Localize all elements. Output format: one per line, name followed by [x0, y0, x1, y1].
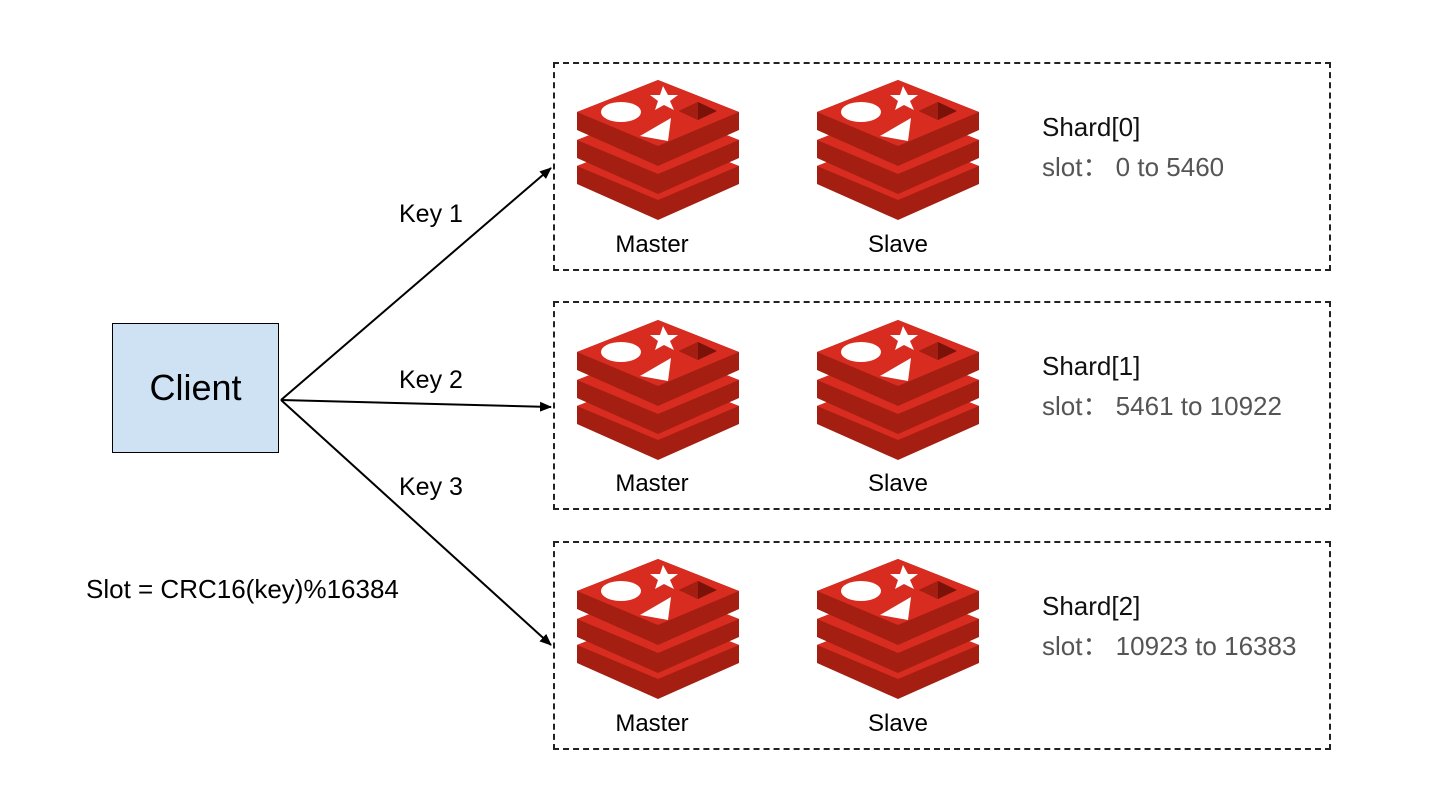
shard-1-title: Shard[1]: [1042, 351, 1141, 381]
arrow-key-3: [280, 399, 552, 646]
arrow-key-1: [280, 167, 552, 401]
shard-1-master-redis-logo-icon: [577, 320, 739, 460]
key-1-label: Key 1: [399, 200, 463, 228]
shard-1-box: Shard[1] slot： 5461 to 10922 Master Slav…: [553, 301, 1331, 510]
shard-2-title: Shard[2]: [1042, 591, 1141, 621]
shard-1-slave-redis-logo-icon: [817, 320, 979, 460]
shard-2-master-label: Master: [615, 710, 689, 737]
slot-formula: Slot = CRC16(key)%16384: [86, 574, 399, 604]
shard-2-slave-redis-logo-icon: [817, 559, 979, 699]
shard-0-slave-label: Slave: [867, 231, 929, 258]
shard-1-master-label: Master: [615, 470, 689, 497]
shard-0-title: Shard[0]: [1042, 112, 1141, 142]
shard-0-master-label: Master: [615, 231, 689, 258]
shard-1-slave-label: Slave: [867, 470, 929, 497]
shard-2-slot: slot： 10923 to 16383: [1042, 631, 1297, 661]
arrow-key-2: [280, 399, 552, 412]
shard-0-box: Shard[0] slot： 0 to 5460 Master Slave: [553, 62, 1331, 271]
shard-2-slave-label: Slave: [867, 710, 929, 737]
shard-1-slot: slot： 5461 to 10922: [1042, 391, 1282, 421]
shard-0-master-redis-logo-icon: [577, 80, 739, 220]
key-2-label: Key 2: [399, 366, 463, 394]
key-3-label: Key 3: [399, 473, 463, 501]
shard-0-slave-redis-logo-icon: [817, 80, 979, 220]
shard-0-slot: slot： 0 to 5460: [1042, 152, 1225, 182]
shard-2-box: Shard[2] slot： 10923 to 16383 Master Sla…: [553, 541, 1331, 750]
client-label: Client: [149, 367, 242, 408]
shard-2-master-redis-logo-icon: [577, 559, 739, 699]
client-box: Client: [112, 323, 279, 453]
